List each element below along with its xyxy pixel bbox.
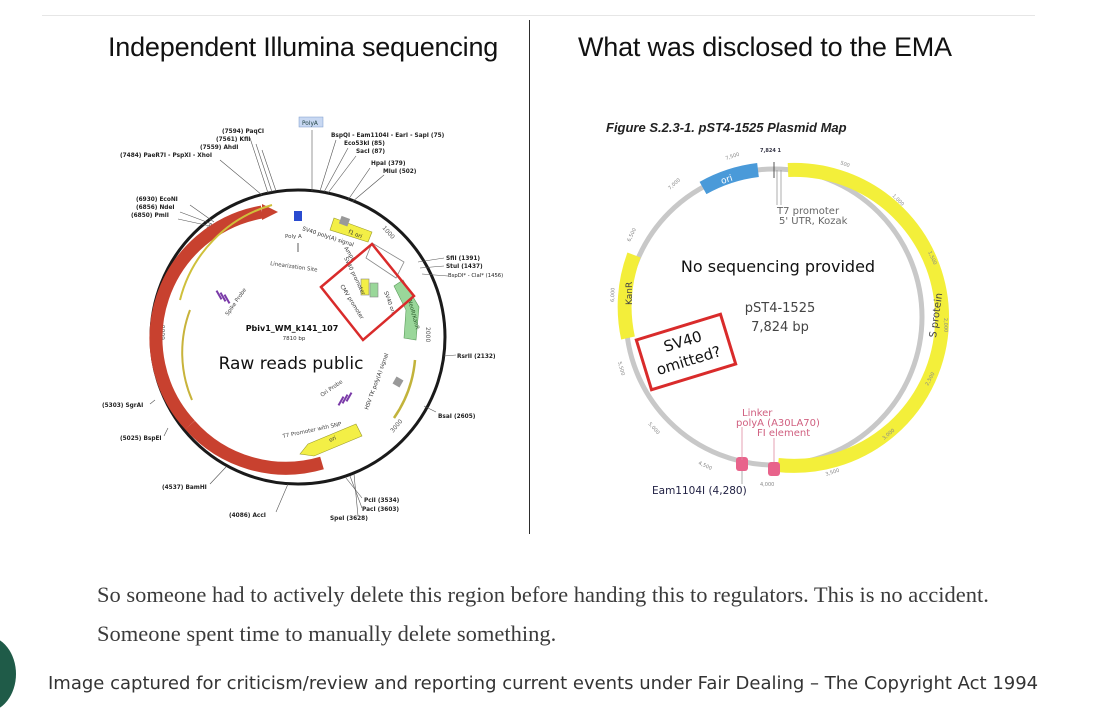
left-site-hpai: HpaI (379): [371, 161, 406, 167]
left-site-xhoi: (7484) PaeR7I - PspXI - XhoI: [120, 153, 212, 159]
left-site-spei: SpeI (3628): [330, 516, 368, 522]
right-plasmid-name: pST4-1525: [745, 301, 816, 316]
left-plasmid-size: 7810 bp: [283, 336, 306, 342]
left-spike-arc: [149, 205, 264, 430]
right-tick-5500: 5,500: [616, 361, 626, 376]
right-tick-7000: 7,000: [667, 177, 682, 191]
right-tick-1500: 1,500: [926, 250, 937, 266]
left-sv40-ori-block: [360, 278, 370, 296]
right-feature-fi: FI element: [757, 428, 810, 439]
right-ori-arc: [699, 163, 760, 195]
body-paragraph: So someone had to actively delete this r…: [97, 582, 989, 646]
left-site-saci: SacI (87): [356, 149, 385, 155]
left-site-eco53ki: Eco53kI (85): [344, 141, 385, 147]
right-tick-4000: 4,000: [760, 482, 774, 488]
left-site-pmli: (6850) PmlI: [131, 213, 169, 219]
left-plasmid-map: 1000 2000 3000 4000 5000 6000 7000 Spike…: [102, 116, 503, 522]
right-tick-6000: 6,000: [610, 288, 616, 303]
left-site-bspei: (5025) BspEI: [120, 436, 162, 442]
left-site-mlui: MluI (502): [383, 169, 417, 175]
left-site-paqci: (7594) PaqCI: [222, 129, 264, 135]
left-inner-arc: [179, 204, 273, 301]
right-start-label: 7,824 1: [760, 148, 782, 154]
right-tick-2000: 2,000: [942, 318, 948, 333]
panel-divider: [529, 20, 530, 534]
left-tick-6000: 6000: [160, 325, 167, 340]
right-panel-title: What was disclosed to the EMA: [578, 32, 952, 62]
left-site-kfli: (7561) KflI: [216, 137, 250, 143]
left-feature-ori: ori: [328, 435, 337, 444]
left-site-sgrai: (5303) SgrAI: [102, 403, 143, 409]
left-site-stui: StuI (1437): [446, 264, 483, 270]
right-feature-t7: T7 promoter: [776, 206, 840, 217]
left-highlight-box: [319, 242, 416, 342]
right-s-protein-arc: [777, 162, 950, 473]
fair-dealing-footer: Image captured for criticism/review and …: [48, 673, 1039, 694]
left-site-sapi: BspQI - Eam1104I - EarI - SapI (75): [331, 133, 445, 139]
left-site-bsai: BsaI (2605): [438, 414, 476, 420]
right-feature-linker: Linker: [742, 408, 773, 419]
left-polya-badge: [298, 116, 324, 128]
left-feature-f1ori: f1 ori: [347, 229, 363, 240]
left-neor-block: [393, 279, 420, 341]
left-right-arc: [392, 359, 417, 419]
right-tick-500: 500: [839, 160, 850, 169]
left-site-clai: BspDI* - ClaI* (1456): [448, 273, 503, 279]
right-feature-kozak: 5' UTR, Kozak: [779, 216, 848, 227]
left-site-paci: PacI (3603): [362, 507, 399, 513]
left-grey-block-1: [338, 215, 351, 227]
left-spike-arrowhead: [262, 204, 278, 220]
left-spike-probe-mark: [215, 290, 231, 304]
left-site-sfii: SfiI (1391): [446, 256, 480, 262]
left-site-pcii: PciI (3534): [364, 498, 400, 504]
left-tick-2000: 2000: [424, 327, 431, 342]
left-site-rsrii: RsrII (2132): [457, 354, 496, 360]
right-overlay-note: No sequencing provided: [681, 257, 875, 276]
left-site-acci: (4086) AccI: [229, 513, 266, 519]
left-plasmid-name: Pbiv1_WM_k141_107: [246, 324, 339, 333]
left-overlay-note: Raw reads public: [219, 354, 364, 374]
right-plasmid-map: S protein KanR ori 7,824 1 T7 promoter 5…: [610, 148, 950, 497]
side-badge[interactable]: [0, 636, 16, 712]
left-spike-arc-lower: [185, 420, 324, 475]
left-site-ahdi: (7559) AhdI: [200, 145, 238, 151]
right-plasmid-size: 7,824 bp: [751, 320, 809, 335]
right-feature-ori: ori: [720, 174, 734, 187]
left-site-ndei: (6856) NdeI: [136, 205, 175, 211]
left-polya-block: [294, 211, 302, 221]
right-tick-5000: 5,000: [647, 421, 661, 436]
left-f1ori-block: [329, 217, 373, 243]
left-feature-polya: Poly A: [285, 234, 302, 240]
right-tick-6500: 6,500: [626, 227, 637, 243]
right-tick-4500: 4,500: [697, 460, 713, 471]
right-tick-7500: 7,500: [725, 152, 740, 162]
right-feature-eam: Eam1104I (4,280): [652, 485, 747, 497]
right-fi-marker: [768, 462, 780, 476]
left-site-polya: PolyA: [302, 121, 318, 127]
left-grey-block-2: [392, 376, 404, 388]
right-figure-caption: Figure S.2.3-1. pST4-1525 Plasmid Map: [606, 120, 847, 135]
left-sv40-promoter-block: [369, 282, 379, 298]
left-site-bamhi: (4537) BamHI: [162, 485, 207, 491]
right-kanr-arc: [617, 252, 641, 340]
right-polya-marker: [736, 457, 748, 471]
left-ori-block: [299, 423, 363, 457]
right-feature-kanr: KanR: [625, 282, 635, 305]
right-tick-3500: 3,500: [825, 468, 840, 478]
top-rule: [42, 15, 1035, 16]
right-sv40-callout: SV40 omitted?: [634, 312, 738, 392]
right-feature-polya: polyA (A30LA70): [736, 418, 820, 429]
left-site-econi: (6930) EcoNI: [136, 197, 178, 203]
left-panel-title: Independent Illumina sequencing: [108, 32, 499, 62]
left-ori-probe-mark: [337, 392, 353, 406]
left-inner-arc-2: [181, 309, 193, 401]
